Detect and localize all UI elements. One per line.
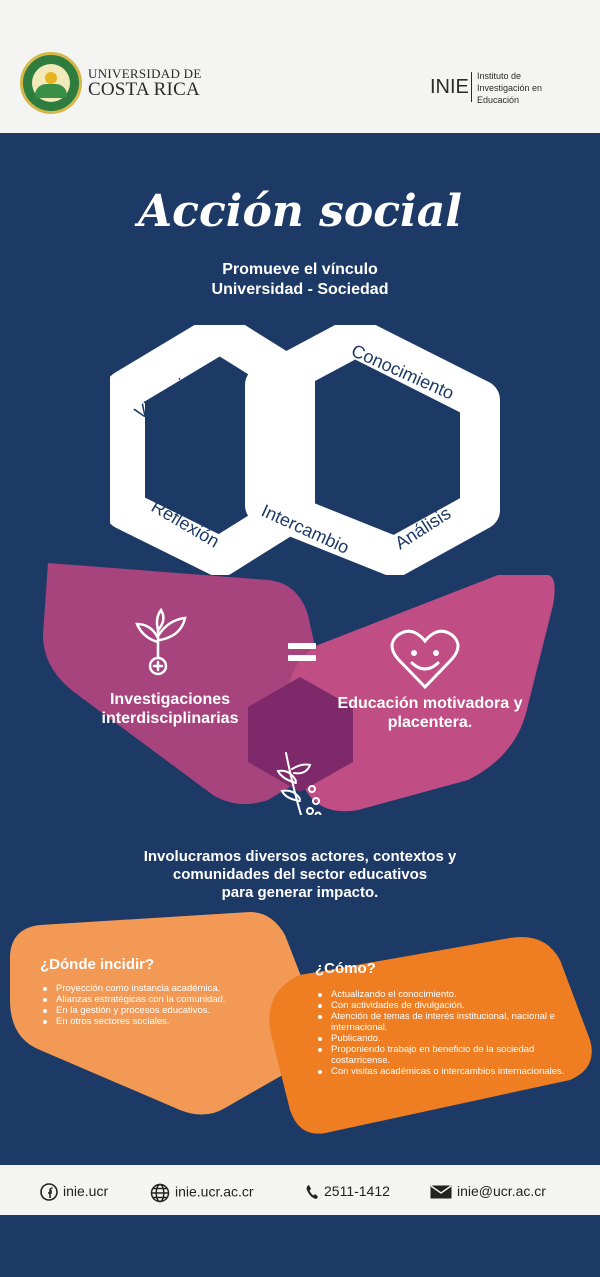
- como-item: Con actividades de divulgación.: [315, 1000, 565, 1011]
- inie-acronym: INIE: [430, 76, 469, 98]
- como-content: ¿Cómo? Actualizando el conocimiento. Con…: [315, 960, 565, 1077]
- donde-item: Alianzas estratégicas con la comunidad.: [40, 994, 300, 1005]
- como-item: Con visitas académicas o intercambios in…: [315, 1066, 565, 1077]
- donde-item: Proyección como instancia académica.: [40, 983, 300, 994]
- como-title: ¿Cómo?: [315, 960, 376, 977]
- envelope-icon: [430, 1185, 452, 1199]
- center-hexagon: [248, 677, 353, 792]
- page-title: Acción social: [138, 186, 462, 237]
- statement-line1: Involucramos diversos actores, contextos…: [143, 848, 457, 865]
- header-band: [0, 0, 600, 133]
- smiling-heart-icon: [390, 629, 460, 690]
- left-petal-label: Investigaciones interdisciplinarias: [101, 691, 239, 727]
- orange-panels: [10, 912, 592, 1134]
- university-name-line1: UNIVERSIDAD DE: [88, 66, 202, 81]
- left-hexagon-overlap: [209, 445, 315, 574]
- subtitle-line1: Promueve el vínculo: [222, 261, 378, 278]
- facebook-link[interactable]: inie.ucr: [40, 1183, 109, 1202]
- como-list: Actualizando el conocimiento. Con activi…: [315, 989, 565, 1077]
- phone-link[interactable]: 2511-1412: [305, 1183, 390, 1200]
- ucr-seal-logo: [20, 52, 82, 114]
- right-hexagon: [245, 325, 500, 575]
- subtitle: Promueve el vínculo Universidad - Socied…: [0, 260, 600, 300]
- seedling-icon: [135, 607, 187, 676]
- email-link[interactable]: inie@ucr.ac.cr: [430, 1183, 546, 1199]
- inie-name-line1: Instituto de: [477, 71, 522, 81]
- cycle-diagram: Vivencia Conocimiento Reflexión Intercam…: [110, 325, 500, 575]
- right-petal: [287, 575, 555, 812]
- statement-line2: comunidades del sector educativos: [172, 866, 428, 883]
- donde-panel: [10, 912, 321, 1115]
- como-panel: [269, 936, 592, 1134]
- facebook-icon: [40, 1183, 58, 1202]
- globe-icon: [150, 1183, 170, 1203]
- donde-item: En otros sectores sociales.: [40, 1016, 300, 1027]
- diamond-graphic: [43, 563, 555, 815]
- phone-number: 2511-1412: [324, 1183, 390, 1199]
- inie-name-line3: Educación: [477, 95, 520, 105]
- phone-icon: [306, 1185, 318, 1200]
- statement: Involucramos diversos actores, contextos…: [0, 848, 600, 902]
- como-item: Publicando.: [315, 1033, 565, 1044]
- inie-full-name: Instituto de Investigación en Educación: [477, 70, 542, 106]
- inie-divider: [471, 72, 472, 102]
- right-petal-label: Educación motivadora y placentera.: [337, 695, 523, 731]
- footer-band: [0, 1165, 600, 1215]
- como-item: Proponiendo trabajo en beneficio de la s…: [315, 1044, 565, 1066]
- email-address: inie@ucr.ac.cr: [457, 1183, 546, 1199]
- donde-list: Proyección como instancia académica. Ali…: [40, 983, 300, 1027]
- como-item: Actualizando el conocimiento.: [315, 989, 565, 1000]
- como-item: Atención de temas de interés institucion…: [315, 1011, 565, 1033]
- website-url: inie.ucr.ac.cr: [175, 1183, 254, 1200]
- statement-line3: para generar impacto.: [221, 884, 379, 901]
- donde-title: ¿Dónde incidir?: [40, 956, 155, 973]
- inie-name-line2: Investigación en: [477, 83, 543, 93]
- equals-sign: [288, 643, 316, 663]
- olive-branch-icon: [276, 752, 322, 815]
- donde-item: En la gestión y procesos educativos.: [40, 1005, 300, 1016]
- university-name-line2: COSTA RICA: [88, 79, 200, 100]
- website-link[interactable]: inie.ucr.ac.cr: [150, 1183, 254, 1203]
- facebook-handle: inie.ucr: [63, 1183, 109, 1199]
- donde-content: ¿Dónde incidir? Proyección como instanci…: [40, 956, 300, 1027]
- subtitle-line2: Universidad - Sociedad: [211, 281, 389, 298]
